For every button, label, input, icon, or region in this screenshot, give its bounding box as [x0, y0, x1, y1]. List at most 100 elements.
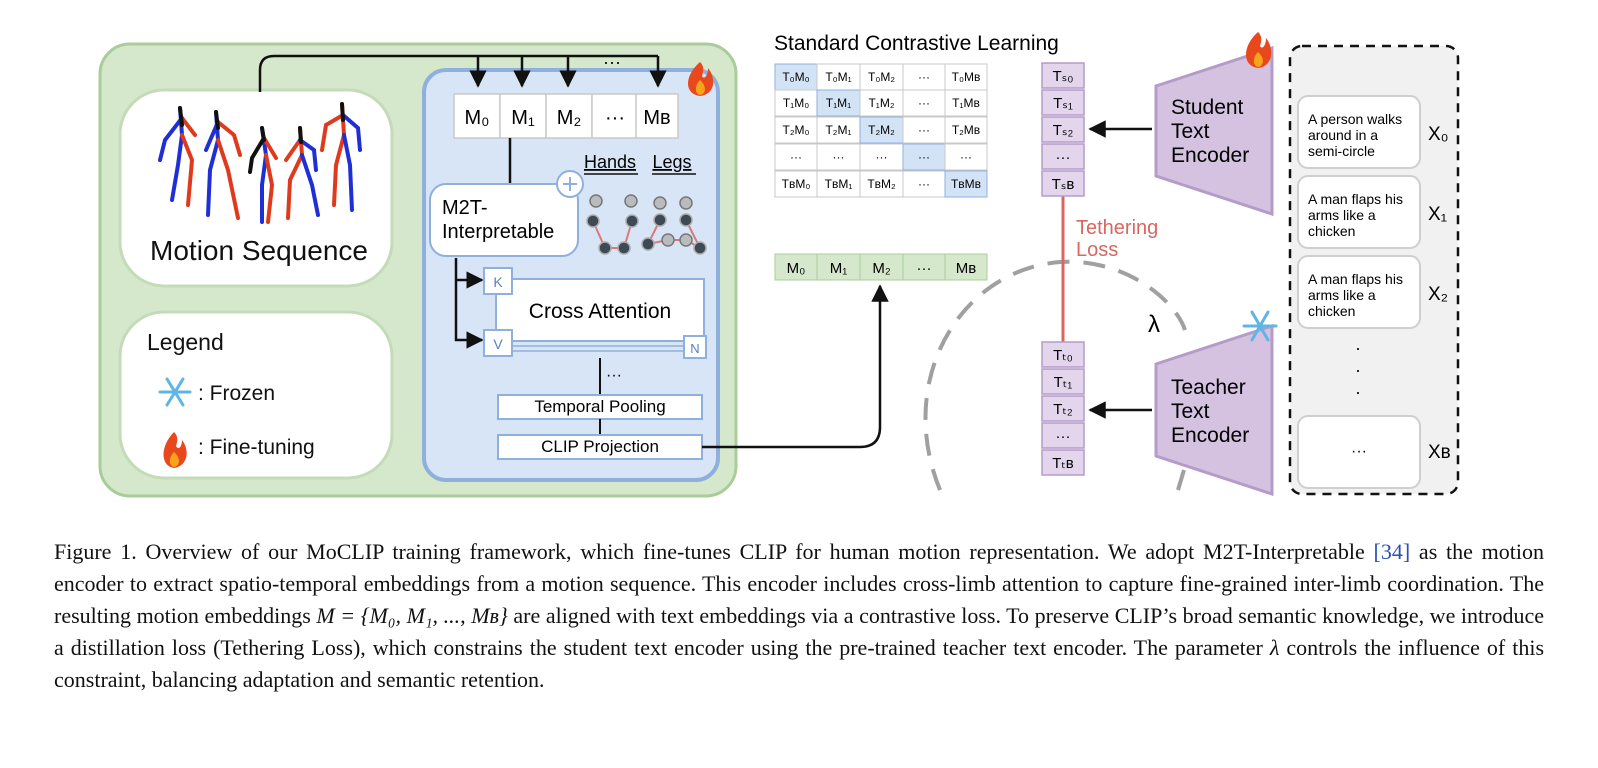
token-cell	[1041, 422, 1085, 449]
student-line-2: Text	[1171, 120, 1210, 143]
token-cell	[1041, 449, 1085, 476]
token-cell	[1041, 89, 1085, 116]
text-item-line: semi-circle	[1308, 143, 1375, 159]
matrix-cell	[774, 143, 818, 171]
matrix-cell-label: T₀Mʙ	[952, 70, 981, 84]
token-label: Tₜ₂	[1053, 401, 1073, 418]
teacher-tokens: Tₜ₀ Tₜ₁ Tₜ₂ ··· Tₜʙ	[1041, 341, 1085, 476]
matrix-cell-label: TʙM₁	[825, 177, 853, 191]
m2t-interpretable-box	[429, 183, 579, 257]
token-cell	[1041, 143, 1085, 170]
m2t-name-1: M2T-	[442, 197, 488, 219]
lambda-label: λ	[1148, 311, 1160, 338]
snowflake-icon	[158, 377, 192, 407]
token-label: Tₜʙ	[1052, 455, 1074, 472]
legs-label: Legs	[652, 152, 691, 172]
text-item-last-label: Xʙ	[1428, 442, 1451, 463]
student-line-1: Student	[1171, 96, 1244, 119]
embedding-label: Mʙ	[643, 107, 670, 129]
n-box	[683, 335, 707, 359]
caption-math-lambda: λ	[1269, 635, 1280, 660]
matrix-cell	[944, 170, 988, 198]
joint-graph-icon	[586, 194, 707, 255]
embedding-label: M₂	[557, 107, 581, 129]
teacher-line-1: Teacher	[1171, 376, 1246, 399]
text-item-line: A man flaps his	[1308, 191, 1403, 207]
text-item	[1297, 95, 1421, 169]
matrix-cell-label: ···	[876, 150, 888, 164]
caption-ref[interactable]: [34]	[1373, 539, 1411, 564]
text-item-label: X₀	[1428, 124, 1449, 145]
motion-row-label: M₁	[830, 260, 848, 277]
token-cell	[1041, 368, 1085, 395]
legend-title: Legend	[147, 329, 224, 355]
cross-attention-box	[495, 278, 705, 342]
vdots-1: .	[1355, 334, 1360, 354]
text-item-line: around in a	[1308, 127, 1378, 143]
token-cell	[1041, 62, 1085, 89]
m2t-name-2: Interpretable	[442, 221, 554, 243]
encoder-dots: ···	[606, 367, 622, 384]
matrix-cell-label: ···	[918, 96, 930, 110]
caption-math-m: M = {M₀, M₁, ..., Mʙ}	[316, 603, 508, 628]
embedding-cell	[591, 93, 639, 139]
matrix-cell	[816, 89, 861, 117]
text-item-line: A man flaps his	[1308, 271, 1403, 287]
embedding-cell	[635, 93, 679, 139]
token-label: Tₛ₂	[1053, 122, 1074, 139]
matrix-cell-label: TʙM₂	[867, 177, 896, 191]
matrix-cell-label: ···	[918, 70, 930, 84]
matrix-cell	[774, 170, 818, 198]
matrix-cell-label: ···	[790, 150, 802, 164]
token-cell	[1041, 341, 1085, 368]
diagram: Motion Sequence Legend : Frozen : Fine-t…	[98, 32, 1460, 498]
text-item-label: X₁	[1428, 204, 1447, 225]
matrix-cell-label: T₀M₀	[782, 70, 809, 84]
motion-row-label: ···	[917, 260, 932, 277]
contrastive-title: Standard Contrastive Learning	[774, 32, 1059, 55]
teacher-line-3: Encoder	[1171, 424, 1249, 447]
matrix-cell	[944, 116, 988, 144]
text-item-line: arms like a	[1308, 287, 1376, 303]
token-cell	[1041, 116, 1085, 143]
matrix-cell-label: T₁Mʙ	[952, 96, 980, 110]
tethering-label-2: Loss	[1076, 239, 1118, 261]
motion-row-label: Mʙ	[956, 260, 976, 277]
figure-caption: Figure 1. Overview of our MoCLIP trainin…	[54, 536, 1544, 696]
matrix-cell	[944, 89, 988, 117]
caption-part-2: as the motion encoder to extract spatio-…	[54, 539, 1544, 628]
matrix-cell-label: TʙM₀	[782, 177, 811, 191]
token-cell	[1041, 395, 1085, 422]
matrix-cell	[944, 143, 988, 171]
text-item-label: X₂	[1428, 284, 1448, 305]
matrix-cell	[859, 143, 904, 171]
embedding-label: M₁	[511, 107, 535, 129]
token-label: Tₜ₀	[1053, 347, 1073, 364]
fire-icon	[688, 62, 714, 96]
vdots-3: .	[1355, 378, 1360, 398]
value-box	[483, 329, 513, 357]
text-item-line: chicken	[1308, 223, 1355, 239]
matrix-cell-label: ···	[918, 177, 930, 191]
teacher-line-2: Text	[1171, 400, 1210, 423]
caption-part-1: Figure 1. Overview of our MoCLIP trainin…	[54, 539, 1374, 564]
text-item-last-text: ···	[1351, 443, 1367, 460]
matrix-cell-label: TʙMʙ	[951, 177, 981, 191]
matrix-cell-label: ···	[918, 150, 930, 164]
token-label: Tₜ₁	[1054, 374, 1073, 391]
student-encoder	[1154, 45, 1274, 217]
matrix-cell	[902, 63, 946, 91]
matrix-cell	[944, 63, 988, 91]
matrix-cell-label: T₁M₂	[868, 96, 894, 110]
matrix-cell-label: ···	[918, 123, 930, 137]
motion-row-label: M₂	[872, 260, 890, 277]
embedding-label: ···	[605, 107, 625, 129]
key-box	[483, 267, 513, 295]
motion-row-cell	[774, 253, 818, 281]
top-dots: ···	[603, 52, 621, 72]
token-label: ···	[1056, 428, 1071, 445]
motion-row-cell	[902, 253, 946, 281]
tethering-label-1: Tethering	[1076, 217, 1158, 239]
